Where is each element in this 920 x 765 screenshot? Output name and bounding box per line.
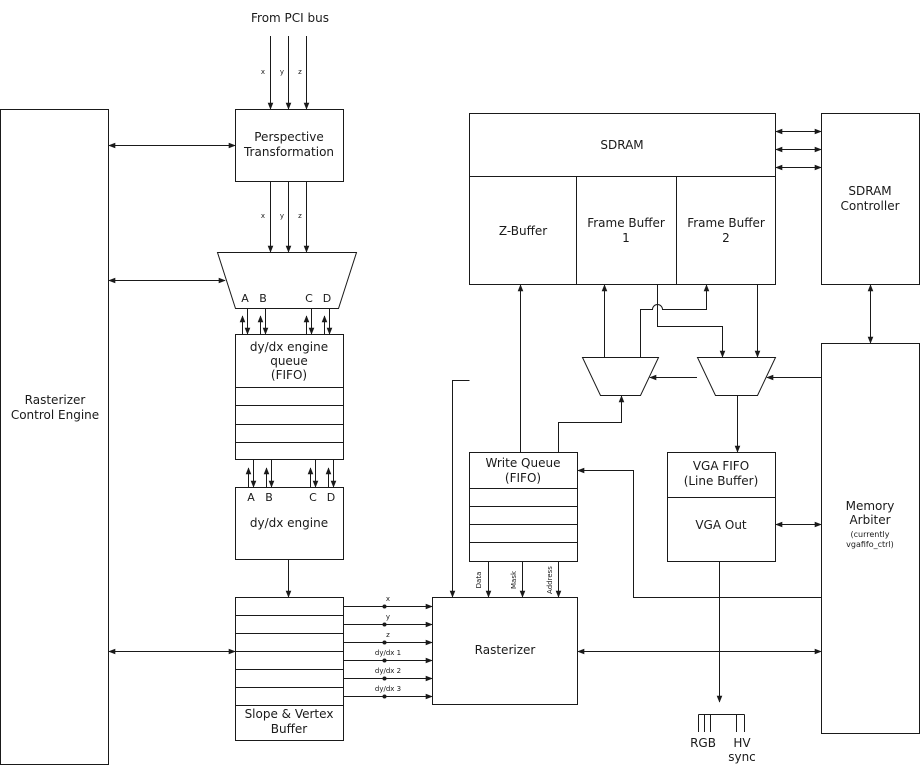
- bus-signal-dydx1: dy/dx 1: [375, 649, 401, 657]
- slope-buffer-label-1: Slope & Vertex: [245, 707, 334, 721]
- frame-buffer-2-label-1: Frame Buffer: [687, 216, 765, 230]
- signal-address-label: Address: [546, 566, 554, 594]
- queue-label-3: (FIFO): [271, 368, 307, 382]
- sdram-controller-label-2: Controller: [840, 199, 899, 213]
- bus-signal-x: x: [386, 595, 390, 603]
- frame-buffer-1-label-1: Frame Buffer: [587, 216, 665, 230]
- engine-port-d: D: [327, 491, 335, 504]
- vga-mux-trapezoid: [696, 357, 777, 396]
- queue-label-2: queue: [270, 354, 308, 368]
- engine-port-b: B: [265, 491, 273, 504]
- memory-arbiter-label-2: Arbiter: [849, 513, 890, 527]
- memory-arbiter-label-4: vgafifo_ctrl): [846, 540, 894, 549]
- control-engine-label-2: Control Engine: [11, 408, 99, 422]
- hv-output-label-1: HV: [733, 736, 751, 750]
- signal-data-label: Data: [475, 572, 483, 589]
- coord-x-label-2: x: [261, 212, 265, 220]
- rasterizer-control-engine-box: [0, 109, 109, 765]
- frame-buffer-1-label-2: 1: [622, 231, 630, 245]
- perspective-label-2: Transformation: [243, 145, 334, 159]
- read-mux-trapezoid: [581, 357, 660, 396]
- mux-port-b: B: [259, 292, 267, 305]
- dydx-queue-box: [235, 334, 344, 460]
- vga-fifo-label-1: VGA FIFO: [693, 459, 749, 473]
- vga-fifo-label-2: (Line Buffer): [684, 474, 759, 488]
- sdram-controller-label-1: SDRAM: [848, 184, 891, 198]
- write-queue-label-2: (FIFO): [505, 471, 541, 485]
- pci-bus-label: From PCI bus: [251, 11, 329, 25]
- bus-signal-z: z: [386, 631, 390, 639]
- zbuffer-label: Z-Buffer: [499, 224, 547, 238]
- control-engine-label-1: Rasterizer: [25, 393, 86, 407]
- slope-buffer-label-2: Buffer: [271, 722, 307, 736]
- mux-port-c: C: [305, 292, 313, 305]
- memory-arbiter-label-1: Memory: [846, 499, 895, 513]
- memory-arbiter-label-3: (currently: [851, 530, 890, 539]
- vga-out-label: VGA Out: [695, 518, 747, 532]
- mux-port-a: A: [241, 292, 249, 305]
- engine-port-a: A: [247, 491, 255, 504]
- write-queue-label-1: Write Queue: [486, 456, 561, 470]
- coord-x-label: x: [261, 68, 265, 76]
- queue-label-1: dy/dx engine: [250, 340, 328, 354]
- coord-z-label-2: z: [298, 212, 302, 220]
- bus-signal-dydx3: dy/dx 3: [375, 685, 401, 693]
- signal-mask-label: Mask: [510, 570, 518, 589]
- rasterizer-label: Rasterizer: [475, 643, 536, 657]
- perspective-label-1: Perspective: [254, 130, 324, 144]
- bus-signal-y: y: [386, 613, 390, 621]
- vga-fifo-box: [667, 452, 776, 562]
- dydx-engine-label: dy/dx engine: [250, 516, 328, 530]
- frame-buffer-2-label-2: 2: [722, 231, 730, 245]
- sdram-box: [469, 113, 776, 285]
- bus-signal-dydx2: dy/dx 2: [375, 667, 401, 675]
- rgb-output-label: RGB: [690, 736, 716, 750]
- sdram-label: SDRAM: [600, 138, 643, 152]
- mux-port-d: D: [323, 292, 331, 305]
- coord-y-label: y: [280, 68, 284, 76]
- input-mux-trapezoid: [216, 252, 358, 309]
- engine-port-c: C: [309, 491, 317, 504]
- hv-output-label-2: sync: [728, 750, 756, 764]
- dydx-engine-box: [235, 487, 344, 560]
- coord-y-label-2: y: [280, 212, 284, 220]
- coord-z-label: z: [298, 68, 302, 76]
